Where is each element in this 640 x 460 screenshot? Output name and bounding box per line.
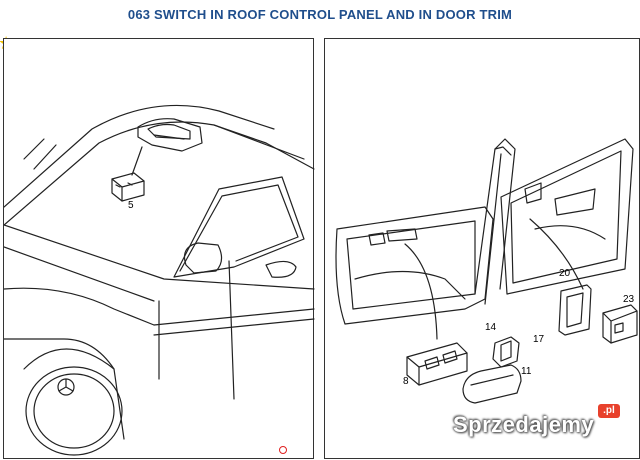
part-label-14: 14 <box>485 322 497 333</box>
watermark-badge: .pl <box>598 404 620 418</box>
door-trim-illustration: 20 23 14 17 8 11 <box>324 38 640 459</box>
roof-panel-illustration: 5 <box>3 38 315 459</box>
part-label-8: 8 <box>403 376 409 387</box>
watermark-text: Sprzedajemy <box>453 412 595 437</box>
car-roof-drawing <box>4 104 315 456</box>
ring-marker-icon <box>279 446 287 454</box>
part-label-23: 23 <box>623 294 635 305</box>
door-trim-drawing <box>335 138 638 404</box>
part-label-5: 5 <box>128 200 134 211</box>
part-label-20: 20 <box>559 268 571 279</box>
part-label-11: 11 <box>521 366 532 377</box>
page-title: 063 SWITCH IN ROOF CONTROL PANEL AND IN … <box>127 7 513 22</box>
part-label-17: 17 <box>533 334 545 345</box>
